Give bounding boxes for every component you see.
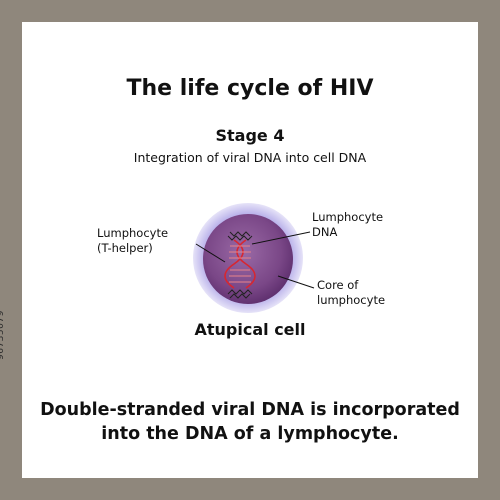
dna-ends-top bbox=[227, 231, 253, 241]
label-dna-line2: DNA bbox=[312, 225, 338, 239]
dna-double-helix bbox=[224, 239, 256, 289]
label-lymphocyte: Lumphocyte (T-helper) bbox=[97, 226, 168, 256]
cell-nucleus bbox=[203, 214, 293, 304]
label-dna-line1: Lumphocyte bbox=[312, 210, 384, 224]
label-core: Core of lumphocyte bbox=[317, 278, 385, 308]
stage-heading: Stage 4 bbox=[215, 126, 285, 145]
pointer-dna bbox=[251, 231, 311, 245]
watermark-id: 96735079 bbox=[0, 310, 6, 360]
dna-ends-bottom bbox=[227, 289, 253, 299]
description: Double-stranded viral DNA is incorporate… bbox=[22, 398, 478, 446]
label-lymphocyte-line2: (T-helper) bbox=[97, 241, 153, 255]
label-core-line2: lumphocyte bbox=[317, 293, 386, 307]
description-line2: into the DNA of a lymphocyte. bbox=[101, 424, 399, 444]
cell-illustration bbox=[193, 203, 315, 313]
cell-caption: Atupical cell bbox=[194, 320, 306, 339]
description-line1: Double-stranded viral DNA is incorporate… bbox=[40, 400, 460, 420]
pointer-lymphocyte bbox=[195, 243, 226, 263]
stage-subtitle: Integration of viral DNA into cell DNA bbox=[133, 150, 367, 165]
label-lymphocyte-line1: Lumphocyte bbox=[97, 226, 169, 240]
diagram-card: The life cycle of HIV Stage 4 Integratio… bbox=[22, 22, 478, 478]
label-lymphocyte-dna: Lumphocyte DNA bbox=[312, 210, 383, 240]
label-core-line1: Core of bbox=[317, 278, 359, 292]
pointer-core bbox=[277, 275, 315, 289]
page-title: The life cycle of HIV bbox=[126, 76, 374, 101]
